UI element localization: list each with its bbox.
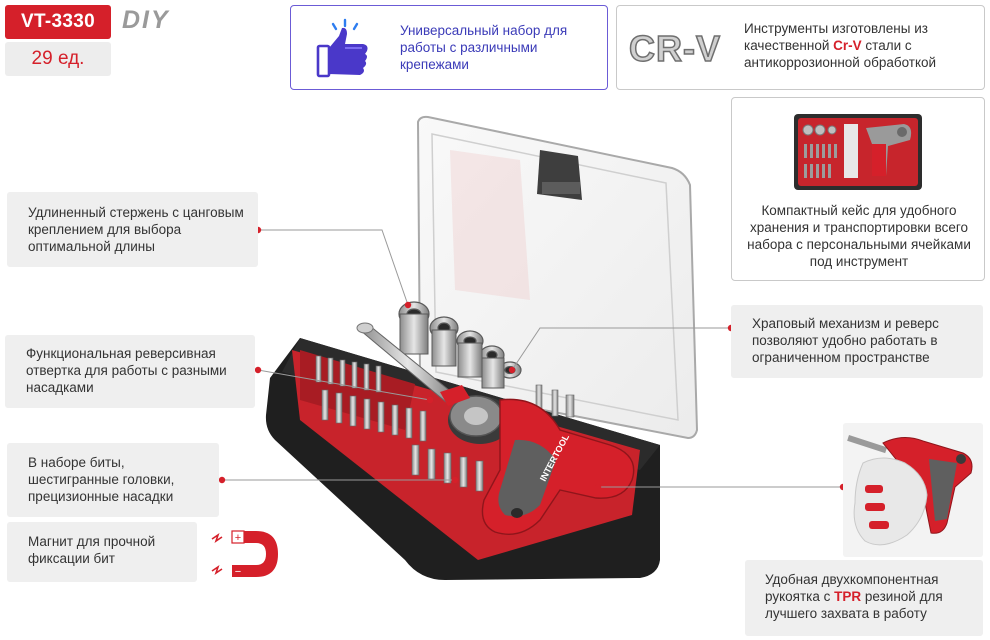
crv-text-pre: Инструменты изготовлены из качественной [744,21,928,53]
model-badge: VT-3330 [5,5,111,39]
feature-case-text: Компактный кейс для удобного хранения и … [747,203,971,269]
open-case-thumbnail [794,114,922,190]
callout-magnet: Магнит для прочной фиксации бит [7,522,197,582]
magnet-plus-sign: + [235,532,241,544]
callout-reversible-screwdriver: Функциональная реверсивная отвертка для … [5,335,255,408]
thumbs-up-icon [316,18,368,78]
magnet-minus-sign: − [235,566,241,578]
diy-logo: DIY [122,6,170,34]
item-count-badge: 29 ед. [5,42,111,76]
callout-handle: Удобная двухкомпонентная рукоятка с TPR … [745,560,983,636]
callout-extension-shank: Удлиненный стержень с цанговым крепление… [7,192,258,267]
callout-bits-set: В наборе биты, шестигранные головки, пре… [7,443,219,517]
magnet-icon: + − [211,530,278,578]
handle-text-highlight: TPR [834,589,862,604]
feature-universal-box: Универсальный набор для работы с различн… [290,5,608,90]
callout-ratchet-mechanism: Храповый механизм и реверс позволяют удо… [731,305,983,378]
product-case-illustration: INTERTOOL [265,115,699,580]
feature-universal-text: Универсальный набор для работы с различн… [400,23,568,72]
feature-case-box: Компактный кейс для удобного хранения и … [731,97,985,281]
feature-crv-text: Инструменты изготовлены из качественной … [744,20,980,71]
hand-holding-screwdriver-photo [843,423,983,557]
handle-text-post: резиной для лучшего захвата в работу [765,589,943,621]
feature-crv-box: CR-V Инструменты изготовлены из качестве… [616,5,985,90]
crv-text-post: стали с антикоррозионной обработкой [744,38,937,70]
crv-text-highlight: Cr-V [833,38,862,53]
crv-logo: CR-V [628,27,721,70]
handle-text-pre: Удобная двухкомпонентная рукоятка с [765,572,939,604]
